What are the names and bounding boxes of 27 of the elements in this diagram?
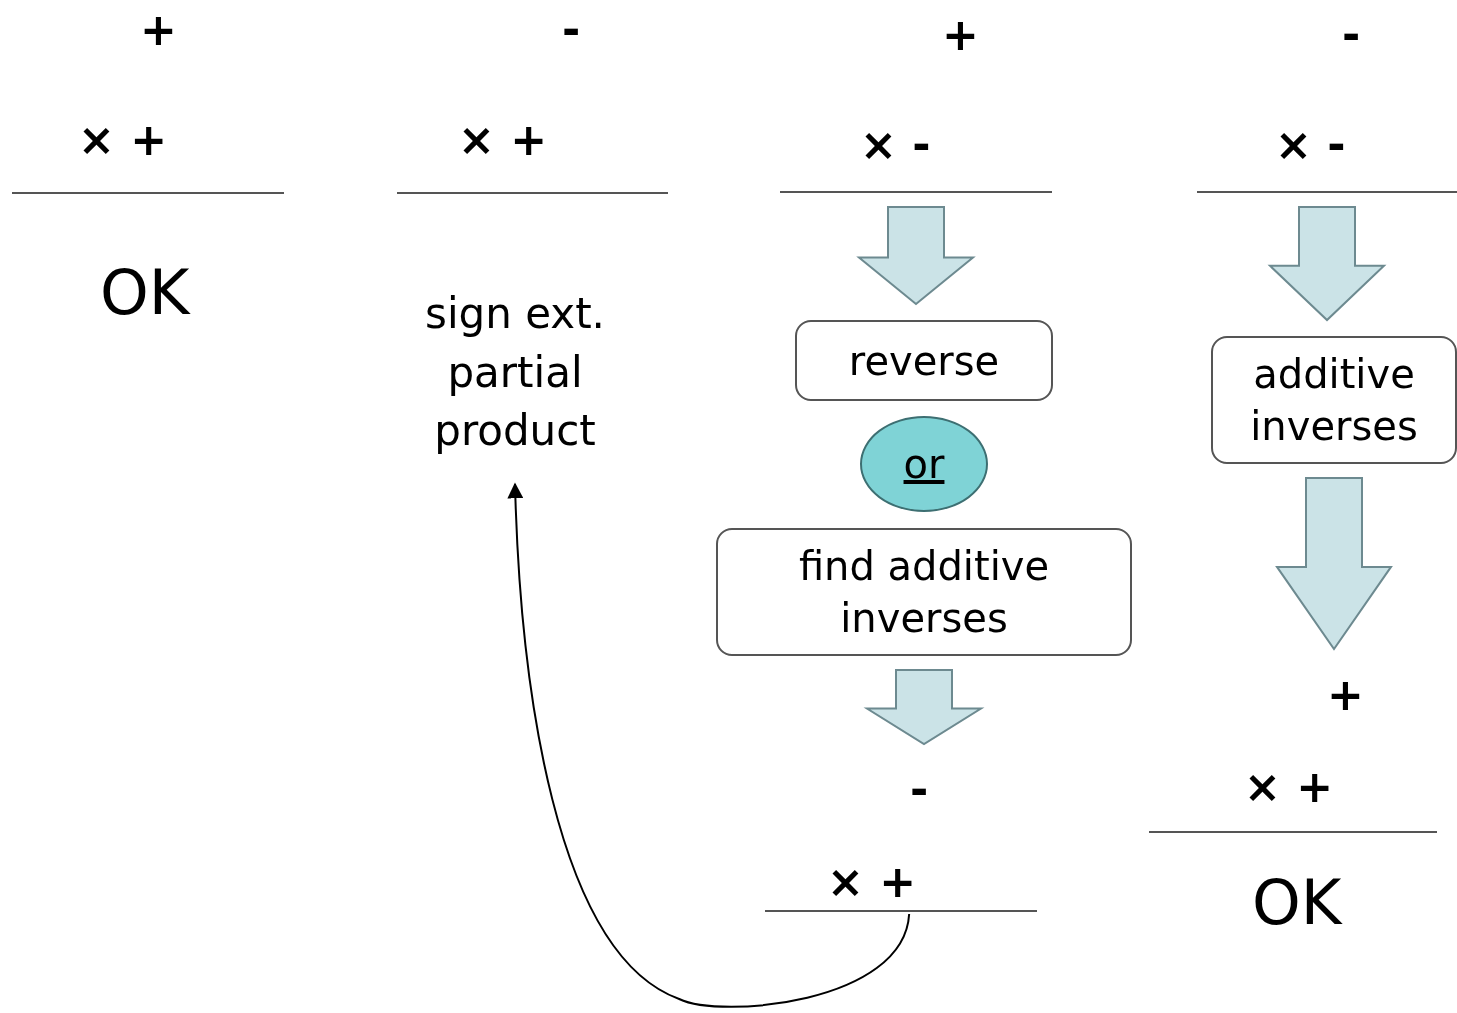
sign-text: × -	[860, 123, 931, 167]
box-label: find additive inverses	[797, 542, 1051, 643]
curved-arrow	[507, 482, 911, 1008]
sign-text: -	[562, 8, 581, 52]
box-label: additive inverses	[1249, 350, 1419, 451]
sign-text: +	[1327, 673, 1364, 717]
result-text: OK	[1252, 872, 1342, 934]
sign-text: × +	[458, 118, 548, 162]
sign-text: +	[140, 8, 177, 52]
block-arrow	[1275, 477, 1393, 651]
sign-text: × +	[1244, 765, 1334, 809]
process-box	[795, 320, 1053, 401]
sign-text: -	[910, 768, 929, 812]
block-arrow	[1267, 206, 1387, 322]
sign-text: -	[1342, 13, 1361, 57]
sign-text: × -	[1275, 123, 1346, 167]
box-label: or	[903, 440, 945, 489]
process-box	[716, 528, 1132, 656]
sign-text: × +	[78, 118, 168, 162]
process-box	[1211, 336, 1457, 464]
sign-text: × +	[827, 860, 917, 904]
block-arrow	[863, 669, 985, 746]
sign-text: +	[942, 13, 979, 57]
step-text: sign ext. partial product	[405, 262, 625, 484]
result-text: OK	[100, 262, 190, 324]
box-label: reverse	[848, 336, 1000, 386]
block-arrow	[856, 206, 976, 306]
